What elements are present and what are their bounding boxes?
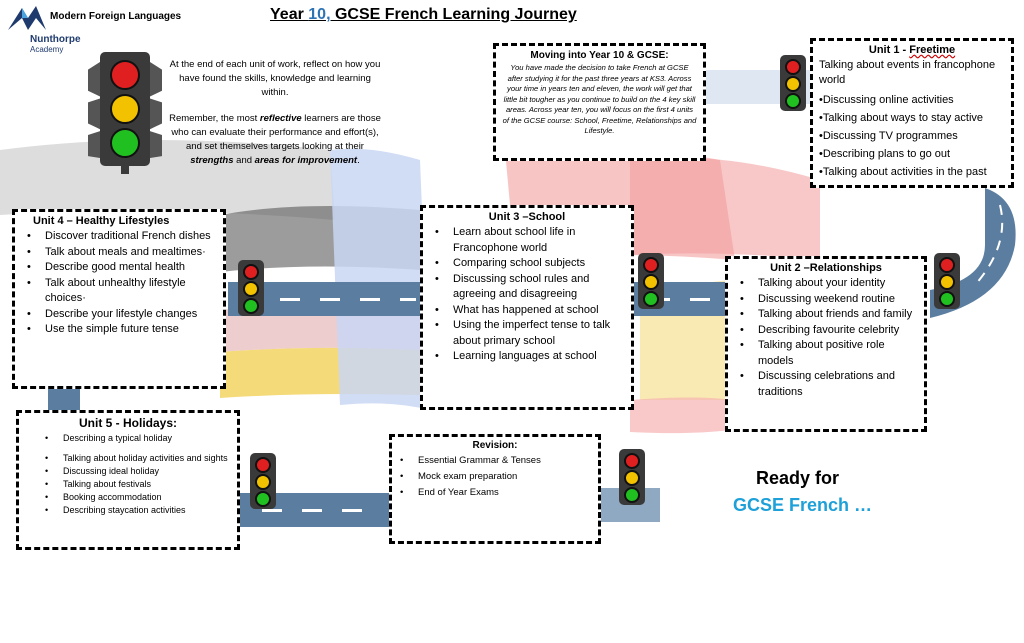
traffic-light-side [88,62,100,158]
list-item: End of Year Exams [400,485,594,501]
unit4-title: Unit 4 – Healthy Lifestyles [33,215,170,227]
traffic-light-icon [619,449,645,505]
traffic-light-icon [934,253,960,309]
list-item: Essential Grammar & Tenses [400,453,594,469]
road-marking [342,509,362,512]
school-sub: Academy [30,45,64,54]
list-item: Talking about festivals [45,478,233,490]
moving-title: Moving into Year 10 & GCSE: [530,50,669,61]
unit1-list: Talking about events in francophone worl… [819,58,1005,181]
list-item: Describing staycation activities [45,504,233,516]
list-item: Using the imperfect tense to talk [435,318,627,334]
school-name: Nunthorpe [30,34,81,45]
revision-box: Revision: Essential Grammar & Tenses Moc… [389,434,601,544]
unit4-list: Discover traditional French dishes Talk … [19,229,219,338]
list-item: Booking accommodation [45,491,233,503]
intro-para1: At the end of each unit of work, reflect… [169,59,381,98]
revision-list: Essential Grammar & Tenses Mock exam pre… [396,453,594,501]
unit1-box: Unit 1 - Freetime Talking about events i… [810,38,1014,188]
list-item: Use the simple future tense [27,322,219,338]
unit1-title: Unit 1 - Freetime [868,44,956,56]
list-item: Discussing school rules and agreeing and… [435,272,627,303]
list-item: Describe your lifestyle changes [27,307,219,323]
page-title: Year 10, GCSE French Learning Journey [270,6,577,24]
list-item: Discussing ideal holiday [45,465,233,477]
list-item: Describing a typical holiday [45,432,233,444]
list-item: Talk about unhealthy lifestyle choices· [27,276,219,307]
traffic-light-icon [250,453,276,509]
unit2-box: Unit 2 –Relationships Talking about your… [725,256,927,432]
moving-body: You have made the decision to take Frenc… [502,63,697,135]
list-item: Discover traditional French dishes [27,229,219,245]
list-item: •Describing plans to go out [819,148,951,160]
unit5-list: Describing a typical holiday Talking abo… [23,432,233,516]
list-item: Talk about meals and mealtimes· [27,245,219,261]
list-item: Describe good mental health [27,260,219,276]
list-item: Learn about school life in Francophone w… [435,225,627,256]
unit2-list: Talking about your identity Discussing w… [732,276,920,400]
moving-box: Moving into Year 10 & GCSE: You have mad… [493,43,706,161]
list-item: about primary school [453,334,556,347]
list-item: •Talking about activities in the past [819,166,987,178]
list-item: •Discussing online activities [819,94,954,106]
road-marking [690,298,710,301]
list-item: •Talking about ways to stay active [819,112,984,124]
unit2-title: Unit 2 –Relationships [770,262,882,274]
road-marking [360,298,380,301]
list-item: Talking about your identity [740,276,920,292]
unit5-title: Unit 5 - Holidays: [78,416,177,430]
intro-para2: Remember, the most reflective learners a… [169,113,381,166]
department-label: Modern Foreign Languages [50,11,182,22]
nunthorpe-logo-icon [8,6,46,30]
unit4-box: Unit 4 – Healthy Lifestyles Discover tra… [12,209,226,389]
list-item: Talking about friends and family [740,307,920,323]
logo [6,4,50,32]
traffic-light-icon [638,253,664,309]
road-marking [302,509,322,512]
list-item: Discussing weekend routine [740,292,920,308]
traffic-light-pole [121,166,129,174]
list-item: Learning languages at school [435,349,627,365]
title-year: 10, [308,6,331,23]
unit3-list: Learn about school life in Francophone w… [427,225,627,365]
list-item: Comparing school subjects [435,256,627,272]
title-prefix: Year [270,6,309,23]
intro-text: At the end of each unit of work, reflect… [168,58,382,168]
traffic-light-icon [100,52,150,166]
unit3-box: Unit 3 –School Learn about school life i… [420,205,634,410]
unit5-box: Unit 5 - Holidays: Describing a typical … [16,410,240,550]
road-marking [280,298,300,301]
traffic-light-icon [780,55,806,111]
traffic-light-side [150,62,162,158]
list-item: •Discussing TV programmes [819,130,958,142]
list-item: Discussing celebrations and traditions [740,369,920,400]
road-marking [400,298,416,301]
list-item: Talking about positive role models [740,338,920,369]
ready-line2: GCSE French … [733,495,873,515]
list-item: What has happened at school [435,303,627,319]
list-item: Mock exam preparation [400,469,594,485]
ready-line1: Ready for [756,468,840,488]
list-item: Talking about holiday activities and sig… [45,452,233,464]
title-rest: GCSE French Learning Journey [330,6,577,23]
traffic-light-icon [238,260,264,316]
unit3-title: Unit 3 –School [488,211,566,223]
list-item: Describing favourite celebrity [740,323,920,339]
road-marking [262,509,282,512]
list-item: Talking about events in francophone worl… [819,59,996,86]
revision-title: Revision: [472,440,518,451]
road-marking [320,298,340,301]
